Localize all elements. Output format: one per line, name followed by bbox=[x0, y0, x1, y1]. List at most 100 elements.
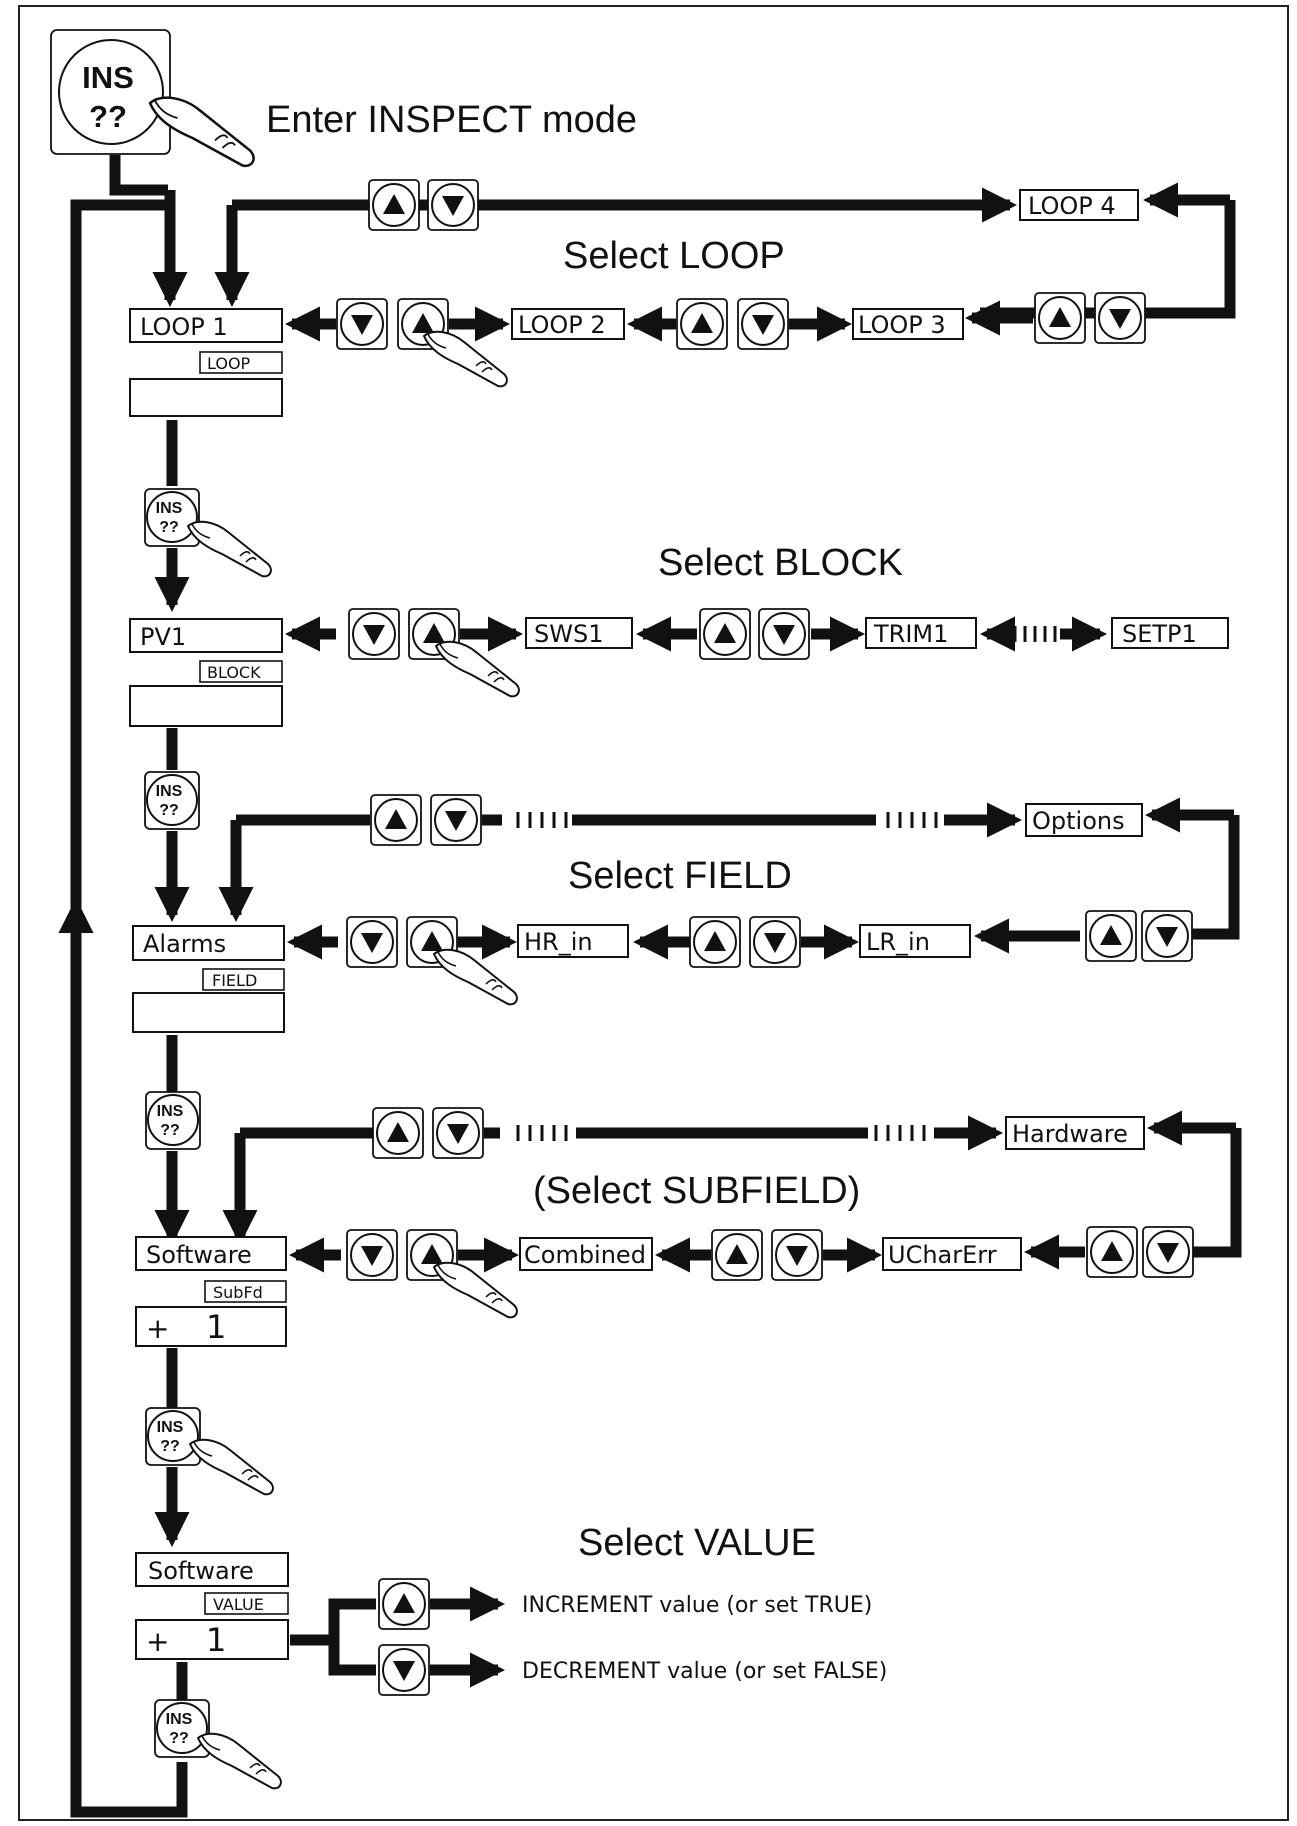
down-key-icon[interactable] bbox=[428, 180, 478, 230]
down-key-icon[interactable] bbox=[433, 1108, 483, 1158]
subfield-value-sign: + bbox=[146, 1312, 169, 1345]
down-key-icon[interactable] bbox=[750, 917, 800, 967]
ins-key-main[interactable]: INS ?? bbox=[51, 30, 170, 154]
up-key-icon[interactable] bbox=[379, 1579, 429, 1629]
up-key-icon[interactable] bbox=[700, 609, 750, 659]
hardware-label: Hardware bbox=[1012, 1120, 1128, 1148]
ins-key-5-line1: INS bbox=[157, 1419, 184, 1436]
select-value-heading: Select VALUE bbox=[578, 1522, 816, 1564]
loop-tag: LOOP bbox=[200, 352, 282, 373]
subfield-display-text: Software bbox=[146, 1241, 252, 1269]
ins-key-4-line1: INS bbox=[157, 1103, 184, 1120]
loop2-option: LOOP 2 bbox=[512, 309, 624, 339]
enter-inspect-mode-heading: Enter INSPECT mode bbox=[266, 99, 637, 141]
ins-key-2-line2: ?? bbox=[159, 519, 179, 536]
ins-key-6-line1: INS bbox=[166, 1711, 193, 1728]
ins-key-main-line2: ?? bbox=[89, 99, 127, 134]
ellipsis-dashes bbox=[518, 812, 566, 828]
down-key-icon[interactable] bbox=[1143, 1227, 1193, 1277]
down-key-icon[interactable] bbox=[379, 1645, 429, 1695]
ins-key-4-line2: ?? bbox=[160, 1122, 180, 1139]
pointing-finger-icon bbox=[188, 522, 271, 577]
down-key-icon[interactable] bbox=[349, 609, 399, 659]
pointing-finger-icon bbox=[198, 1734, 281, 1789]
select-subfield-heading: (Select SUBFIELD) bbox=[533, 1170, 860, 1212]
loop-tag-text: LOOP bbox=[207, 354, 251, 373]
block-tag: BLOCK bbox=[200, 661, 282, 682]
down-key-icon[interactable] bbox=[347, 917, 397, 967]
up-key-icon[interactable] bbox=[373, 1108, 423, 1158]
value-display-text: Software bbox=[148, 1557, 254, 1585]
down-key-icon[interactable] bbox=[759, 609, 809, 659]
ellipsis-dashes bbox=[876, 1125, 924, 1141]
lrin-label: LR_in bbox=[866, 928, 930, 956]
value-number-display: + 1 bbox=[136, 1620, 288, 1659]
down-key-icon[interactable] bbox=[1095, 293, 1145, 343]
ucharerr-option: UCharErr bbox=[883, 1238, 1021, 1270]
pointing-finger-icon bbox=[434, 1263, 517, 1318]
up-key-icon[interactable] bbox=[369, 180, 419, 230]
value-up-branch bbox=[290, 1604, 376, 1640]
ellipsis-dashes bbox=[1015, 626, 1055, 642]
field-tag: FIELD bbox=[203, 969, 284, 990]
trim1-option: TRIM1 bbox=[866, 618, 976, 648]
down-key-icon[interactable] bbox=[738, 299, 788, 349]
ins-key-3-line2: ?? bbox=[159, 802, 179, 819]
decrement-label: DECREMENT value (or set FALSE) bbox=[522, 1659, 887, 1684]
down-key-icon[interactable] bbox=[431, 795, 481, 845]
subfield-value-display: + 1 bbox=[136, 1307, 286, 1346]
down-key-icon[interactable] bbox=[337, 299, 387, 349]
block-display-text: PV1 bbox=[140, 623, 186, 651]
value-display-top: Software bbox=[136, 1553, 288, 1586]
hardware-option: Hardware bbox=[1006, 1117, 1144, 1149]
up-key-icon[interactable] bbox=[371, 795, 421, 845]
subfield-display-top: Software bbox=[136, 1237, 286, 1270]
setp1-label: SETP1 bbox=[1122, 620, 1197, 648]
ins-key-main-line1: INS bbox=[82, 60, 134, 95]
up-key-icon[interactable] bbox=[690, 917, 740, 967]
up-key-icon[interactable] bbox=[1086, 911, 1136, 961]
loop4-label: LOOP 4 bbox=[1028, 192, 1116, 220]
increment-label: INCREMENT value (or set TRUE) bbox=[522, 1593, 872, 1618]
ellipsis-dashes bbox=[518, 1125, 566, 1141]
loop2-label: LOOP 2 bbox=[518, 311, 606, 339]
ins-key-5-line2: ?? bbox=[160, 1438, 180, 1455]
ins-key-5[interactable]: INS ?? bbox=[146, 1408, 200, 1465]
loop-display-text: LOOP 1 bbox=[140, 313, 228, 341]
ucharerr-label: UCharErr bbox=[888, 1241, 997, 1269]
down-key-icon[interactable] bbox=[347, 1230, 397, 1280]
loop4-option: LOOP 4 bbox=[1020, 190, 1138, 220]
subfield-tag: SubFd bbox=[205, 1281, 286, 1302]
up-key-icon[interactable] bbox=[677, 299, 727, 349]
hrin-label: HR_in bbox=[524, 928, 593, 956]
subfield-tag-text: SubFd bbox=[213, 1283, 263, 1302]
up-key-icon[interactable] bbox=[712, 1230, 762, 1280]
combined-option: Combined bbox=[520, 1238, 652, 1270]
down-key-icon[interactable] bbox=[772, 1230, 822, 1280]
up-key-icon[interactable] bbox=[1035, 293, 1085, 343]
value-sign: + bbox=[146, 1625, 169, 1658]
sws1-label: SWS1 bbox=[534, 620, 603, 648]
value-tag: VALUE bbox=[205, 1593, 288, 1614]
ellipsis-dashes bbox=[888, 812, 936, 828]
loop-display-bottom bbox=[130, 379, 282, 416]
options-option: Options bbox=[1026, 804, 1142, 836]
select-field-heading: Select FIELD bbox=[568, 855, 792, 897]
value-number: 1 bbox=[206, 1621, 226, 1659]
ins-to-loop-line bbox=[115, 155, 168, 190]
ins-key-3[interactable]: INS ?? bbox=[145, 772, 199, 829]
pointing-finger-icon bbox=[434, 950, 517, 1005]
ins-key-4[interactable]: INS ?? bbox=[146, 1092, 200, 1149]
up-key-icon[interactable] bbox=[1087, 1227, 1137, 1277]
field-tag-text: FIELD bbox=[212, 971, 257, 990]
down-key-icon[interactable] bbox=[1142, 911, 1192, 961]
pointing-finger-icon bbox=[436, 642, 519, 697]
ins-key-6[interactable]: INS ?? bbox=[155, 1700, 209, 1757]
value-tag-text: VALUE bbox=[213, 1595, 264, 1614]
loop3-label: LOOP 3 bbox=[858, 311, 946, 339]
combined-label: Combined bbox=[524, 1241, 646, 1269]
ins-key-2[interactable]: INS ?? bbox=[145, 489, 199, 546]
loop3-option: LOOP 3 bbox=[853, 309, 963, 339]
